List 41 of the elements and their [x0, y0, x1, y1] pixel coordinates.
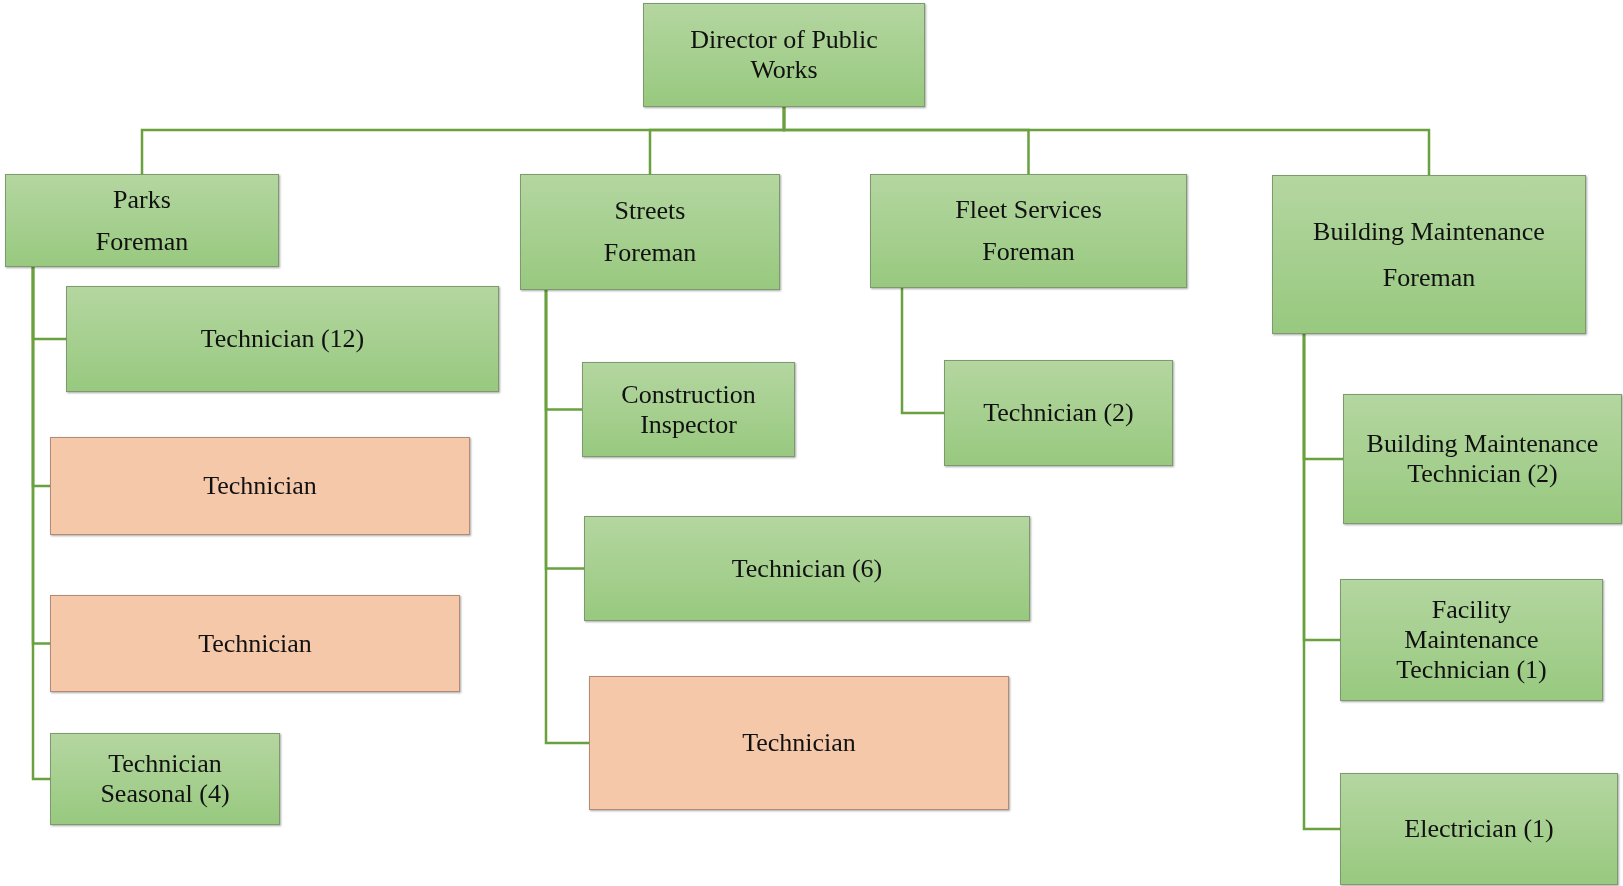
org-box: [5, 174, 279, 267]
position-title: Technician Seasonal (4): [99, 749, 231, 809]
position-title: Technician: [742, 728, 856, 758]
org-box: [584, 516, 1030, 621]
org-box: [1272, 175, 1586, 334]
position-title: Streets: [614, 196, 686, 226]
position-title: Technician: [203, 471, 317, 501]
connector-line: [544, 290, 589, 745]
org-box: [1343, 394, 1622, 524]
position-title: Electrician (1): [1404, 814, 1554, 844]
org-box: [1340, 773, 1618, 885]
position-title: Technician (2): [983, 398, 1134, 428]
org-box: [643, 3, 925, 107]
position-title: Building Maintenance Technician (2): [1365, 429, 1600, 489]
position-title: Foreman: [1382, 262, 1476, 293]
org-box: [589, 676, 1009, 810]
position-title: Foreman: [603, 238, 697, 268]
position-title: Facility Maintenance Technician (1): [1395, 595, 1548, 685]
org-box: [50, 733, 280, 825]
org-box: [50, 437, 470, 535]
org-box: [944, 360, 1173, 466]
position-title: Fleet Services: [955, 195, 1102, 225]
org-box: [520, 174, 780, 290]
position-title: Foreman: [95, 226, 189, 257]
org-box: [870, 174, 1187, 288]
position-title: Technician: [198, 628, 312, 659]
org-box: [50, 595, 460, 692]
position-title: Foreman: [982, 237, 1075, 267]
org-box: [1340, 579, 1603, 701]
connector-line: [782, 107, 1431, 175]
connector-line: [31, 267, 50, 781]
position-title: Technician (6): [731, 553, 883, 584]
connector-line: [900, 288, 944, 415]
connector-line: [1302, 334, 1340, 831]
position-title: Building Maintenance: [1313, 216, 1545, 247]
position-title: Parks: [113, 184, 171, 215]
position-title: Construction Inspector: [620, 379, 757, 440]
position-title: Technician (12): [200, 324, 365, 354]
org-box: [582, 362, 795, 457]
position-title: Director of Public Works: [689, 25, 879, 85]
org-box: [66, 286, 499, 392]
